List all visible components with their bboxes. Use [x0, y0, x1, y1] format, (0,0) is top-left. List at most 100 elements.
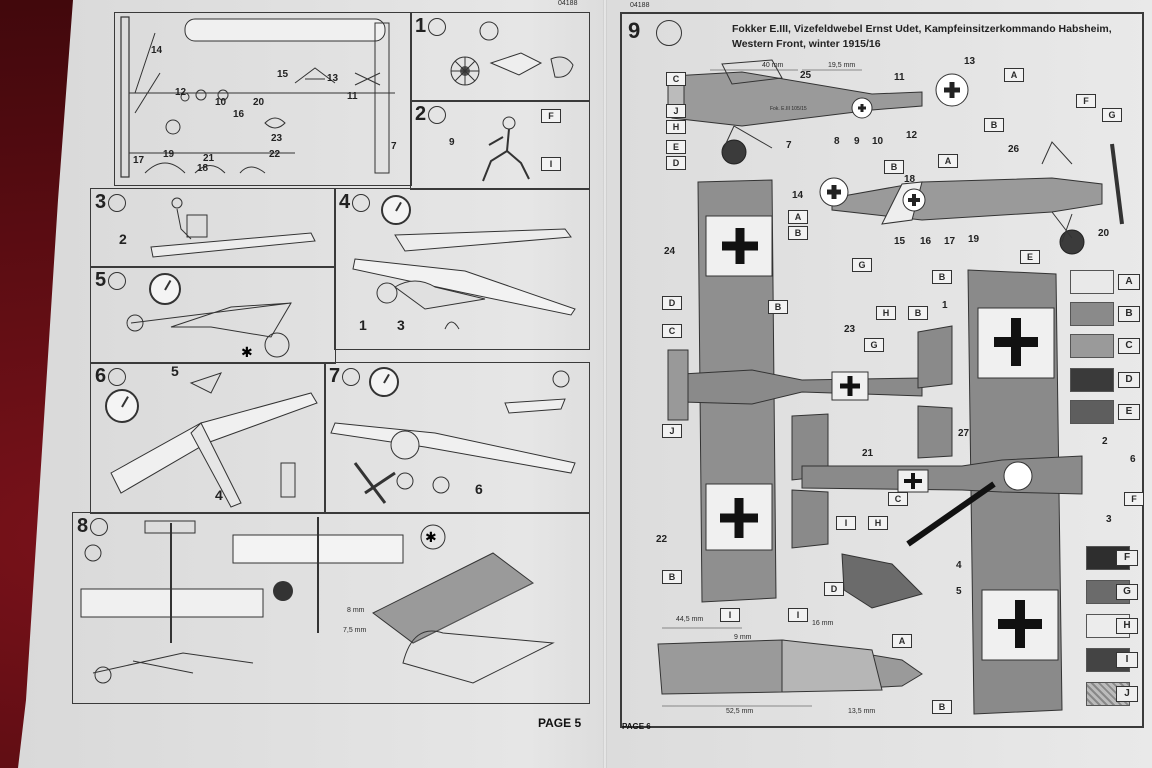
step-3-panel: 3 2	[90, 188, 336, 268]
sprue-panel: 14 15 13 11 12 10 20 16 23 22 21 19 17 1…	[114, 12, 412, 186]
part-num-18: 18	[197, 163, 209, 174]
decal-num-18: 18	[904, 174, 916, 185]
side-profile-right	[819, 141, 1124, 255]
sub-assembly-4: 4	[215, 487, 223, 503]
swatch-c	[1070, 334, 1114, 358]
part-num-9: 9	[449, 137, 455, 148]
svg-text:✱: ✱	[425, 530, 437, 546]
color-ref-flag: H	[666, 120, 686, 134]
step-6-panel: 6 5 4	[90, 362, 326, 514]
swatch-label-f: F	[1116, 550, 1138, 566]
dimension-44-5mm: 44,5 mm	[676, 616, 704, 623]
decal-num-11: 11	[894, 72, 905, 83]
underside-view-aircraft	[801, 269, 1083, 715]
sub-assembly-5: 5	[171, 363, 179, 379]
part-num-16: 16	[233, 109, 245, 120]
decal-num-23: 23	[844, 324, 856, 335]
help-icon	[90, 517, 109, 536]
color-ref-flag: B	[788, 226, 808, 240]
color-ref-flag: I	[788, 608, 808, 622]
step-2-pilot-drawing	[482, 116, 530, 182]
step-2-panel: 2 F I 9	[410, 100, 590, 190]
color-ref-flag: F	[1124, 492, 1144, 506]
swatch-a	[1070, 270, 1114, 294]
glue-icon	[342, 367, 361, 386]
page-number-left: PAGE 5	[538, 716, 582, 730]
sheet-code-left: 04188	[558, 0, 578, 7]
sheet-code-right: 04188	[630, 2, 650, 9]
decal-num-10: 10	[872, 136, 884, 147]
color-ref-flag: H	[868, 516, 888, 530]
swatch-label-a: A	[1118, 274, 1140, 290]
sub-assembly-2: 2	[119, 231, 127, 247]
part-num-19: 19	[163, 149, 175, 160]
decal-num-13: 13	[964, 56, 976, 67]
swatch-label-i: I	[1116, 652, 1138, 668]
part-num-7: 7	[391, 141, 397, 152]
color-ref-flag: A	[1004, 68, 1024, 82]
color-ref-flag: A	[788, 210, 808, 224]
decal-num-22: 22	[656, 534, 668, 545]
part-num-22: 22	[269, 149, 281, 160]
step-1-number: 1	[415, 15, 447, 38]
decal-num-20: 20	[1098, 228, 1110, 239]
step-7-assembly-drawing	[330, 370, 576, 504]
decal-num-12: 12	[906, 130, 918, 141]
step-7-label: 7	[329, 365, 341, 387]
dimension-52-5mm: 52,5 mm	[726, 708, 754, 715]
scheme-title: Fokker E.III, Vizefeldwebel Ernst Udet, …	[732, 22, 1112, 52]
color-ref-flag: C	[888, 492, 908, 506]
swatch-d	[1070, 368, 1114, 392]
step-4-panel: 4 1 3	[334, 188, 590, 350]
glue-icon	[108, 193, 127, 212]
part-num-13: 13	[327, 73, 339, 84]
color-ref-flag: B	[662, 570, 682, 584]
swatch-label-d: D	[1118, 372, 1140, 388]
decal-num-15: 15	[894, 236, 906, 247]
decal-num-21: 21	[862, 448, 874, 459]
step-5-number: 5	[95, 269, 127, 292]
glue-icon	[428, 105, 447, 124]
decal-num-25: 25	[800, 70, 812, 81]
color-ref-flag: C	[666, 72, 686, 86]
color-ref-flag: B	[932, 270, 952, 284]
dimension-13-5mm: 13,5 mm	[848, 708, 876, 715]
step-5-label: 5	[95, 269, 107, 291]
sub-assembly-1: 1	[359, 317, 367, 333]
color-ref-flag: B	[884, 160, 904, 174]
decal-num-27: 27	[958, 428, 970, 439]
drying-time-clock-icon	[369, 367, 399, 397]
decal-num-8: 8	[834, 136, 840, 147]
fuselage-stripe-view	[657, 627, 923, 707]
part-num-15: 15	[277, 69, 289, 80]
glue-icon	[428, 17, 447, 36]
color-ref-flag: B	[984, 118, 1004, 132]
side-profile-left	[667, 59, 969, 165]
decal-num-2: 2	[1102, 436, 1108, 447]
step-6-label: 6	[95, 365, 107, 387]
step-2-label: 2	[415, 103, 427, 125]
step-9-label: 9	[628, 18, 641, 43]
decal-num-5: 5	[956, 586, 962, 597]
decal-num-3: 3	[1106, 514, 1112, 525]
color-ref-flag: A	[938, 154, 958, 168]
top-view-aircraft	[667, 179, 953, 603]
page-fold	[603, 0, 607, 768]
color-ref-flag: A	[892, 634, 912, 648]
step-1-panel: 1	[410, 12, 590, 102]
step-4-wing-drawing	[352, 228, 576, 330]
decal-num-24: 24	[664, 246, 676, 257]
color-ref-flag: J	[666, 104, 686, 118]
swatch-label-c: C	[1118, 338, 1140, 354]
aircraft-views-drawing	[657, 59, 1124, 715]
dimension-19-5mm: 19,5 mm	[828, 62, 856, 69]
step-1-label: 1	[415, 15, 427, 37]
step-8-number: 8	[77, 515, 109, 538]
color-ref-flag: I	[541, 157, 561, 171]
dimension-40mm: 40 mm	[762, 62, 784, 69]
scheme-title-line1: Fokker E.III, Vizefeldwebel Ernst Udet, …	[732, 23, 1112, 35]
decal-num-6: 6	[1130, 454, 1136, 465]
color-ref-flag: I	[836, 516, 856, 530]
step-3-seat-drawing	[150, 197, 316, 258]
decal-num-7: 7	[786, 140, 792, 151]
